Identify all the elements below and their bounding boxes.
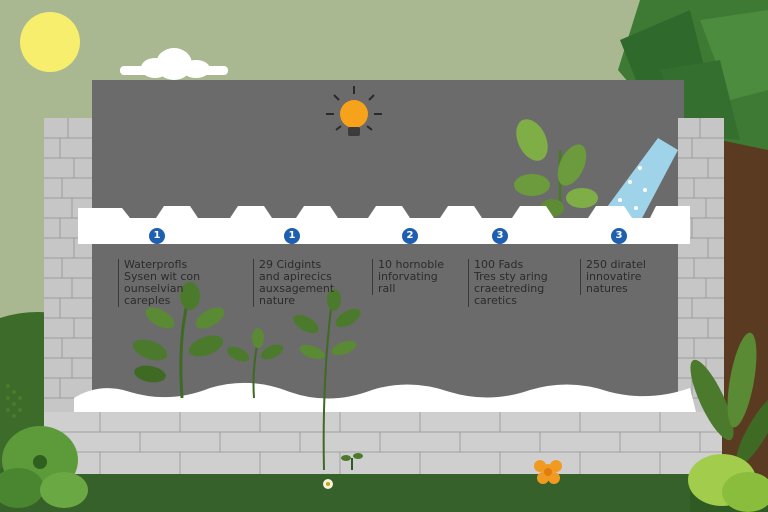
step-text-4: 100 Fads Tres sty aring craeetreding car… xyxy=(468,259,574,307)
flower-icon xyxy=(534,460,562,484)
membrane-band xyxy=(78,206,690,244)
brick-foundation xyxy=(44,412,722,474)
cloud-icon xyxy=(120,48,228,80)
step-badge-4: 3 xyxy=(492,228,508,244)
step-badge-2: 1 xyxy=(284,228,300,244)
membrane-base xyxy=(74,382,696,412)
plant-icon xyxy=(132,282,225,399)
plant-icon xyxy=(6,384,22,418)
step-text-3: 10 hornoble inforvating rall xyxy=(372,259,468,295)
plant-icon xyxy=(341,453,363,470)
plant-icon xyxy=(514,119,598,217)
step-text-1: Waterprofls Sysen wit con ounselvian car… xyxy=(118,259,234,307)
lightbulb-icon xyxy=(326,86,382,136)
sun-icon xyxy=(20,12,80,72)
plant-icon xyxy=(0,426,88,508)
brick-column-left xyxy=(44,118,92,418)
flower-icon xyxy=(323,479,333,489)
plant-icon xyxy=(688,332,768,512)
step-text-5: 250 diratel innovatire natures xyxy=(580,259,676,295)
plant-icon xyxy=(226,328,284,399)
plant-icon xyxy=(293,289,361,471)
step-badge-5: 3 xyxy=(611,228,627,244)
step-badge-3: 2 xyxy=(402,228,418,244)
step-text-2: 29 Cidgints and apirecics auxsagement na… xyxy=(253,259,364,307)
step-badge-1: 1 xyxy=(149,228,165,244)
